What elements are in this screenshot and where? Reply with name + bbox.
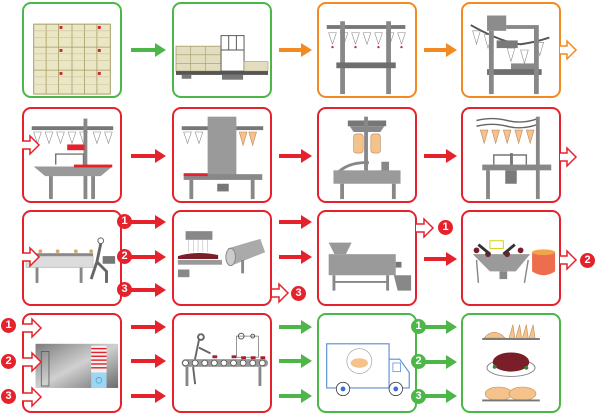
cutting-conveyor-illustration — [25, 237, 116, 283]
hollow-arrow-r1-exit — [560, 39, 578, 61]
arrow-r4-3c — [424, 389, 457, 403]
arrow-r2-3 — [424, 149, 457, 163]
packing-conveyor-illustration — [181, 332, 269, 387]
product-roast-chicken-icon — [482, 386, 540, 402]
step-chilling-line[interactable]: Chilling line — [461, 107, 561, 203]
step-delivery-truck[interactable]: Distribution — [317, 313, 417, 413]
step-final-products[interactable]: Final products — [461, 313, 561, 413]
arrow-r4-2b — [279, 354, 312, 368]
badge-r4-in-1: 1 — [1, 318, 16, 333]
step-marinating-tumbler[interactable]: Injection & tumbling — [172, 210, 272, 306]
arrow-r1-1 — [131, 43, 166, 57]
step-scalding[interactable]: Scalding — [22, 107, 122, 203]
unloader-illustration — [175, 35, 269, 80]
hollow-arrow-r3-filler-out — [560, 249, 578, 271]
step-evisceration[interactable]: Evisceration — [317, 107, 417, 203]
stunner-illustration — [470, 15, 550, 95]
badge-r3-out-1: 1 — [117, 214, 132, 229]
arrow-r3-1c — [131, 283, 166, 297]
step-cutting-conveyor[interactable]: Cutting & deboning — [22, 210, 122, 306]
arrow-r3-2b — [279, 250, 312, 264]
badge-r3-out-2: 2 — [117, 249, 132, 264]
arrow-r2-1 — [131, 149, 166, 163]
arrow-r4-1c — [131, 389, 166, 403]
step-shackling-line[interactable]: Shackling line — [317, 2, 417, 98]
badge-r4-in-3: 3 — [1, 389, 16, 404]
arrow-r4-2c — [279, 389, 312, 403]
arrow-r4-3a — [424, 320, 457, 334]
weigher-filler-illustration — [472, 240, 556, 284]
badge-r4-in-2: 2 — [1, 354, 16, 369]
hollow-arrow-r3-tumbler-out — [272, 282, 290, 304]
hollow-arrow-r2-exit — [560, 146, 578, 168]
step-freezer[interactable]: Freezing / storage — [22, 313, 122, 413]
arrow-r4-2a — [279, 320, 312, 334]
arrow-r4-1b — [131, 354, 166, 368]
plucker-illustration — [181, 116, 264, 200]
badge-r3-mincer-out: 1 — [438, 220, 453, 235]
arrow-r3-3 — [424, 252, 457, 266]
injector-tumbler-illustration — [177, 231, 266, 278]
step-live-bird-crates[interactable]: Live bird crates — [22, 2, 122, 98]
arrow-r2-2 — [279, 149, 312, 163]
badge-r3-out-3: 3 — [117, 282, 132, 297]
badge-r3-filler-out: 2 — [580, 253, 595, 268]
badge-r3-tumbler-out: 3 — [291, 286, 306, 301]
badge-r4-truck-out-2: 2 — [411, 354, 426, 369]
arrow-r1-3 — [424, 43, 457, 57]
step-weighing-filling[interactable]: Weighing & filling — [461, 210, 561, 306]
badge-r4-truck-out-3: 3 — [411, 389, 426, 404]
step-crate-unloading[interactable]: Crate unloading — [172, 2, 272, 98]
arrow-r4-3b — [424, 355, 457, 369]
product-cuts-icon — [482, 324, 540, 340]
arrow-r1-2 — [279, 43, 312, 57]
arrow-r3-1b — [131, 250, 166, 264]
products-illustration — [482, 324, 540, 402]
truck-illustration — [326, 343, 410, 397]
step-plucking[interactable]: Plucking — [172, 107, 272, 203]
arrow-r3-2a — [279, 215, 312, 229]
step-mincer[interactable]: Mincing — [317, 210, 417, 306]
arrow-r4-1a — [131, 320, 166, 334]
eviscerator-illustration — [333, 116, 401, 200]
step-packing-conveyor[interactable]: Packing — [172, 313, 272, 413]
scalder-illustration — [31, 118, 114, 200]
badge-r4-truck-out-1: 1 — [411, 319, 426, 334]
shackling-illustration — [326, 21, 406, 95]
arrow-r3-1a — [131, 215, 166, 229]
chiller-illustration — [476, 116, 552, 200]
product-wings-icon — [486, 352, 536, 377]
hollow-arrow-r3-mincer-out — [416, 217, 435, 239]
mincer-illustration — [328, 242, 412, 291]
step-stunning-killing[interactable]: Stunning / killing — [461, 2, 561, 98]
crates-illustration — [33, 23, 111, 95]
freezer-illustration — [35, 343, 119, 388]
